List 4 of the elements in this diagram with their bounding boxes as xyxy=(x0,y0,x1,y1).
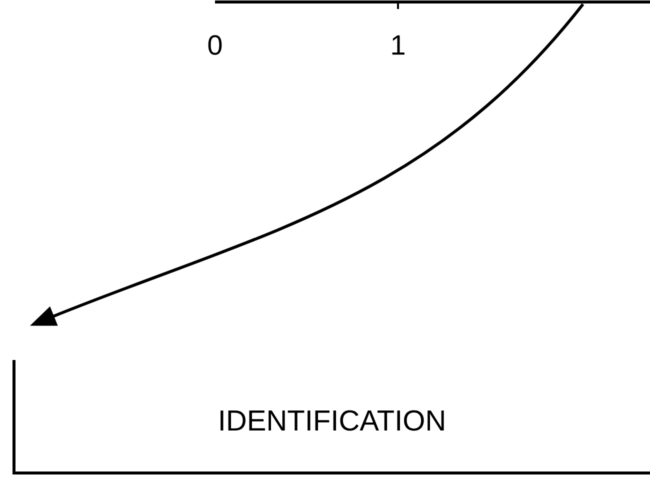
open-box: IDENTIFICATION xyxy=(12,360,650,474)
bit-number: 0 xyxy=(208,35,222,55)
bit-number: 1 xyxy=(392,35,404,55)
register-box xyxy=(215,0,650,9)
